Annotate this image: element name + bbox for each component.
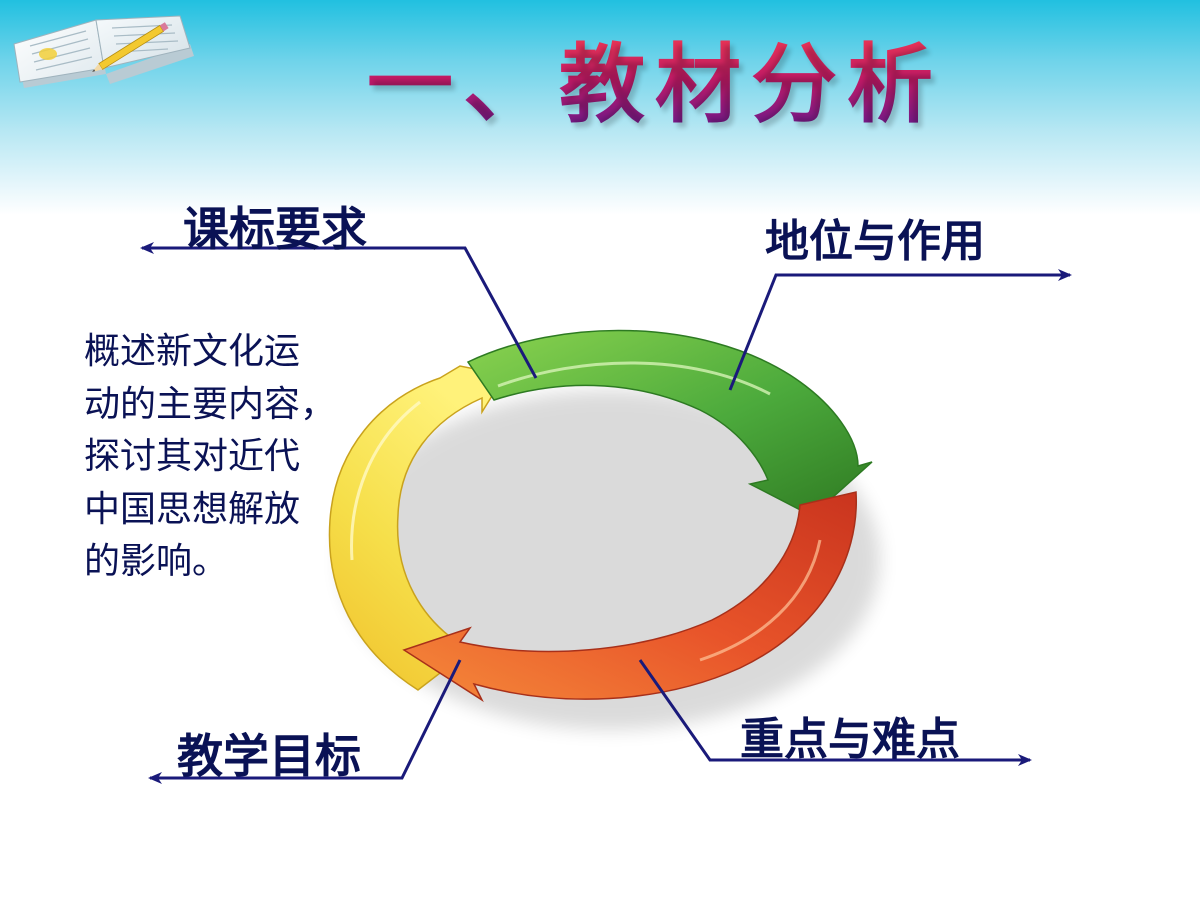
green-arrow-highlight [497, 361, 771, 396]
leader-line-bottom-left [148, 659, 462, 784]
orange-cycle-arrow [402, 491, 857, 703]
label-curriculum-requirements: 课标要求 [183, 202, 367, 256]
yellow-arrow-highlight [350, 400, 421, 561]
leader-line-top-right [728, 269, 1072, 391]
description-line: 的影响。 [84, 541, 229, 582]
open-book-with-pencil-icon [13, 15, 194, 88]
orange-arrow-highlight [699, 539, 822, 662]
yellow-cycle-arrow [328, 365, 507, 691]
description-line: 中国思想解放 [84, 488, 301, 530]
description-line: 探讨其对近代 [84, 436, 301, 477]
page-title: 一、教材分析 [0, 30, 1200, 140]
description-line: 动的主要内容， [84, 383, 337, 425]
green-cycle-arrow [466, 329, 873, 517]
description-line: 概述新文化运 [84, 331, 301, 372]
description-text: 概述新文化运 动的主要内容， 探讨其对近代 中国思想解放 的影响。 [84, 326, 384, 589]
leader-line-top-left [140, 242, 538, 379]
label-teaching-objectives: 教学目标 [177, 729, 361, 783]
label-key-and-difficult-points: 重点与难点 [740, 714, 960, 765]
label-status-and-role: 地位与作用 [765, 216, 985, 267]
leader-line-bottom-right [638, 659, 1032, 766]
